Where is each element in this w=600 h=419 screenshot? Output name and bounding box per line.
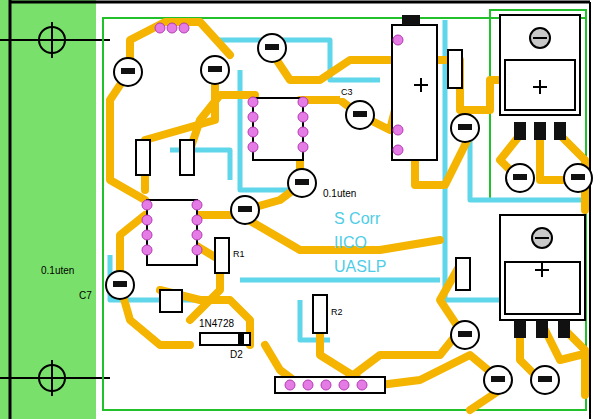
component-label: 1N4728 bbox=[199, 318, 234, 329]
pcb-label: R1 bbox=[232, 250, 246, 260]
component-label: R1 bbox=[233, 249, 245, 259]
component-label: UASLP bbox=[334, 258, 386, 275]
component-label: R2 bbox=[331, 307, 343, 317]
pcb-label: 1N4728 bbox=[198, 318, 235, 329]
component-label: C3 bbox=[341, 87, 353, 97]
pcb-label: R2 bbox=[330, 308, 344, 318]
pcb-label: 0.1uten bbox=[40, 265, 75, 276]
pcb-label: 0.1uten bbox=[322, 188, 357, 199]
pcb-label: IICO bbox=[334, 234, 367, 252]
component-label: D2 bbox=[230, 349, 243, 360]
pcb-label: S Corr bbox=[334, 210, 380, 228]
pcb-label: C3 bbox=[340, 88, 354, 98]
component-label: IICO bbox=[334, 234, 367, 251]
component-label: 0.1uten bbox=[323, 188, 356, 199]
component-label: C7 bbox=[79, 290, 92, 301]
pcb-label: UASLP bbox=[334, 258, 386, 276]
component-label: 0.1uten bbox=[41, 265, 74, 276]
pcb-label: C7 bbox=[78, 290, 93, 301]
pcb-label: D2 bbox=[229, 349, 244, 360]
component-label: S Corr bbox=[334, 210, 380, 227]
